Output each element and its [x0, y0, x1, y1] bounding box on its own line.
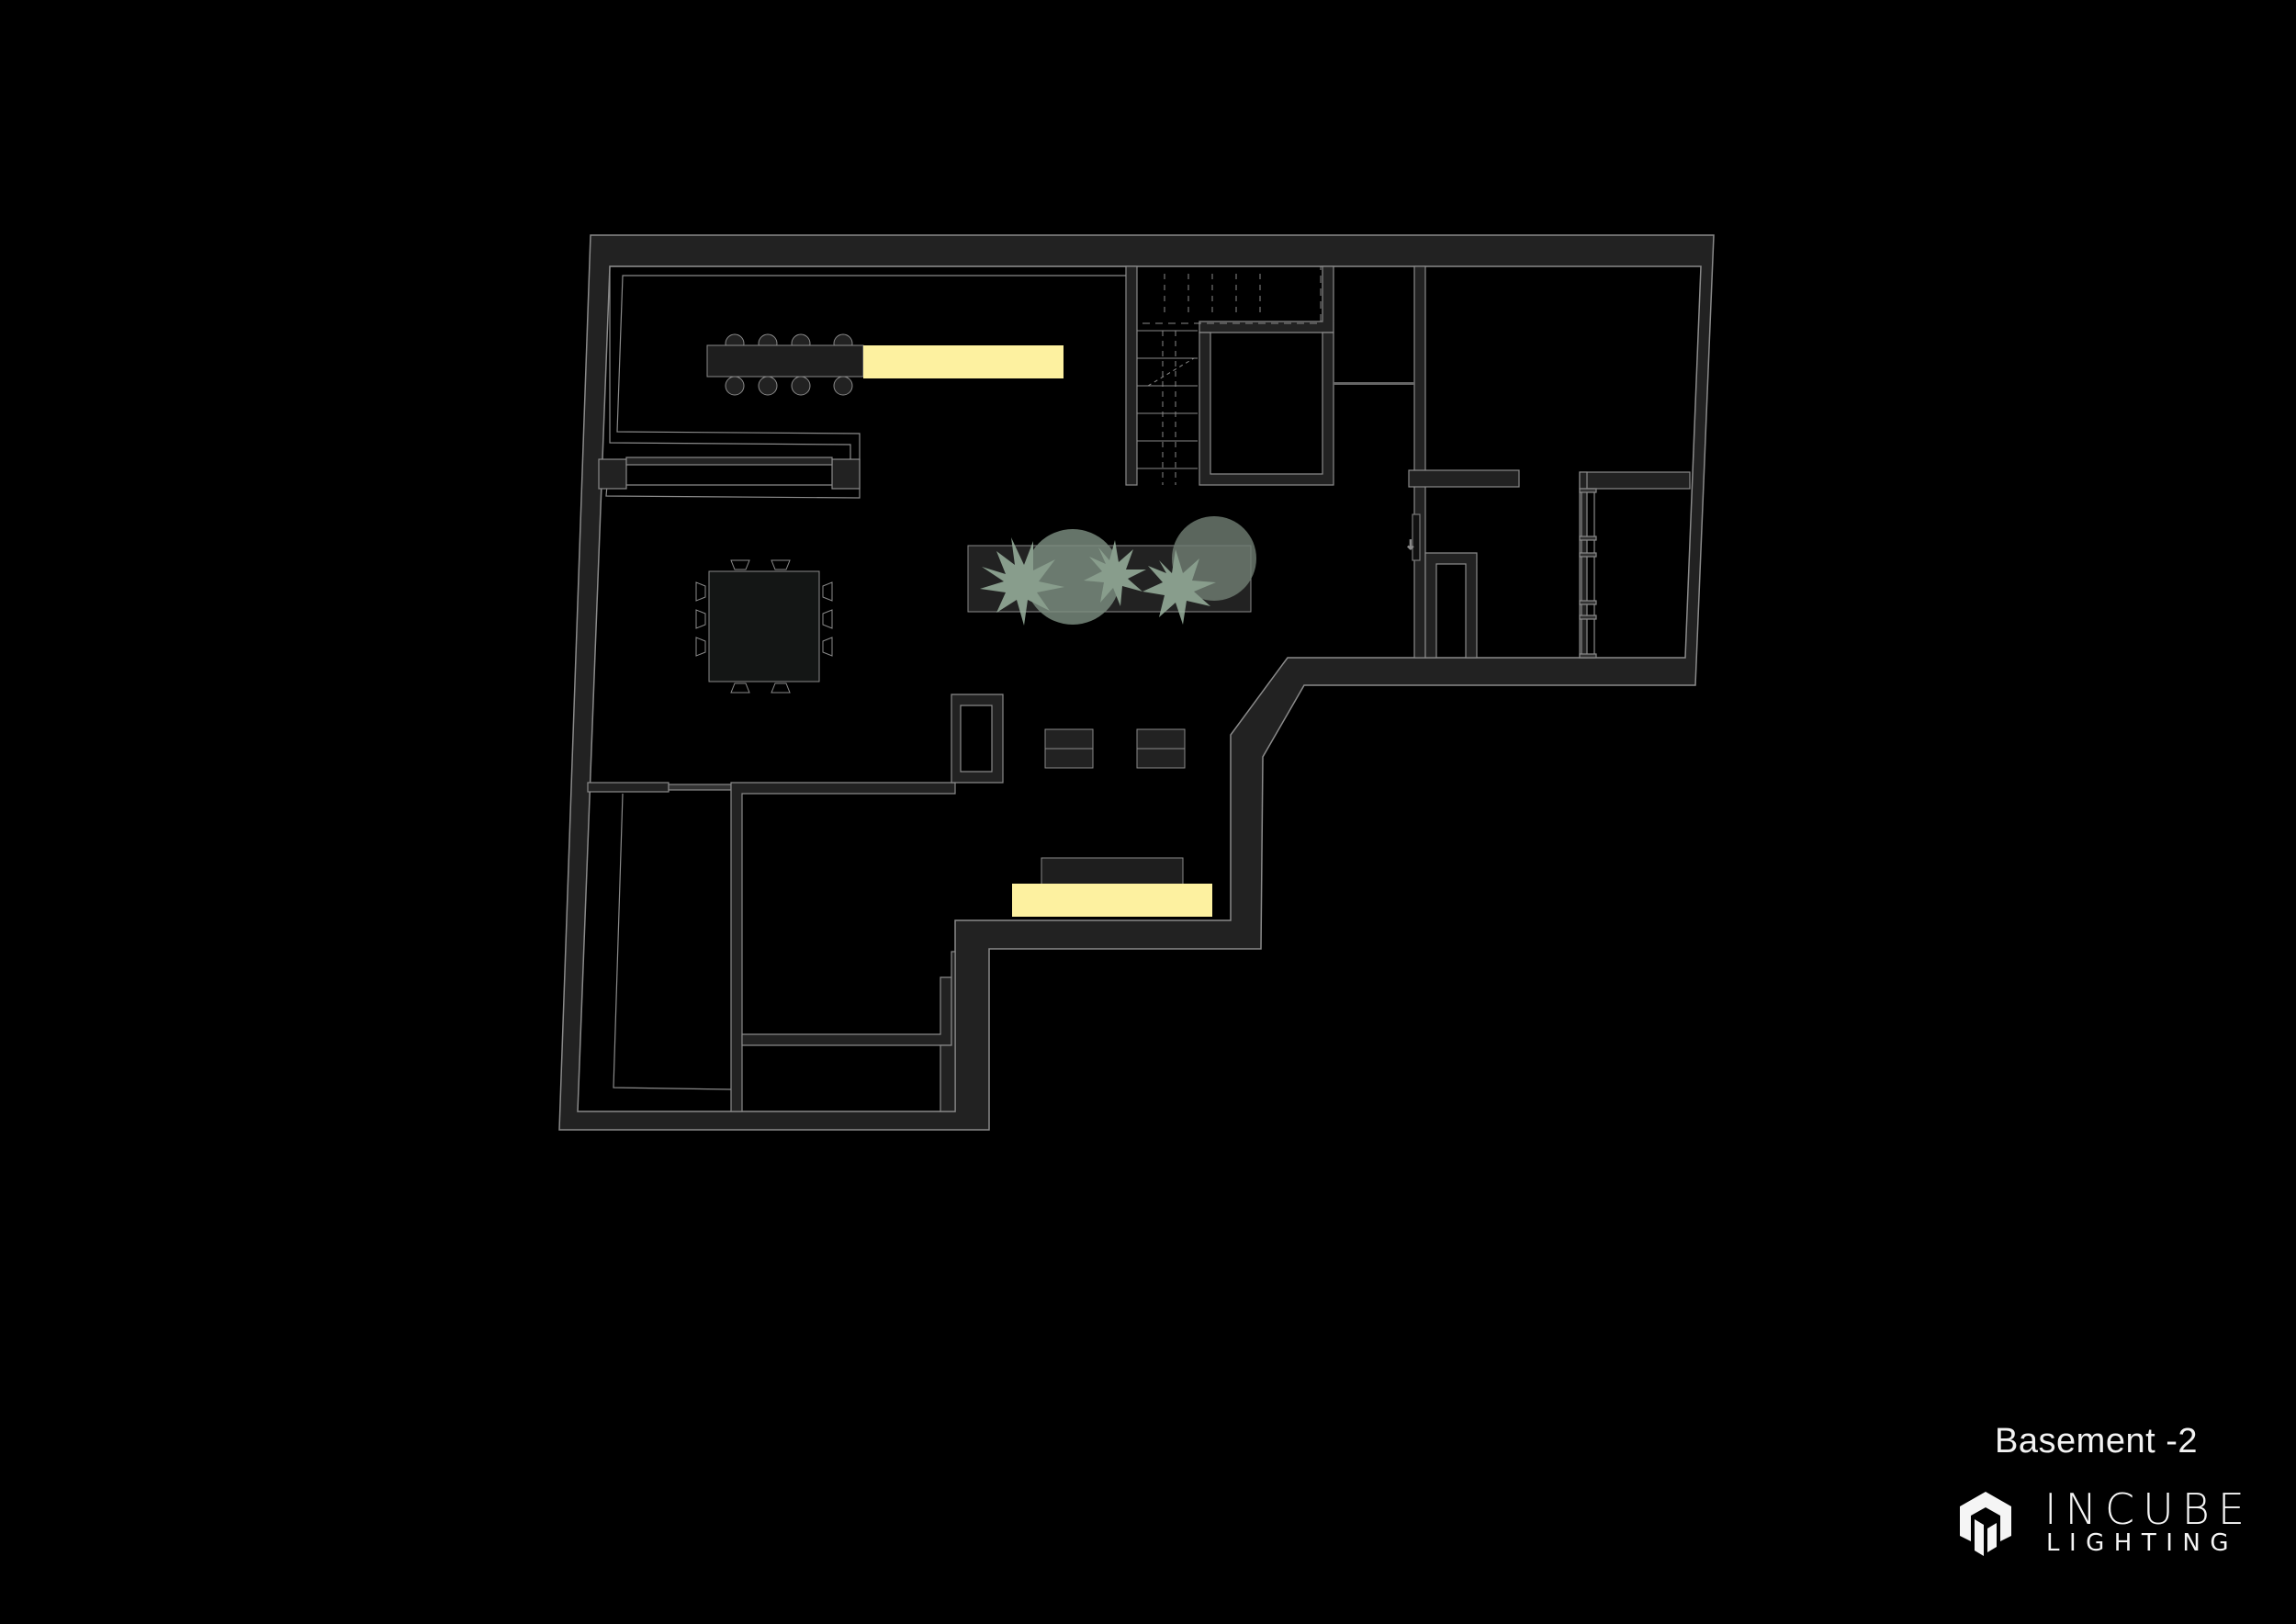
brand-name-line2: LIGHTING — [2046, 1529, 2238, 1557]
floor-title: Basement -2 — [1995, 1422, 2198, 1460]
brand-logo: INCUBE LIGHTING — [1954, 1484, 2245, 1562]
plants — [980, 516, 1256, 626]
staircase — [1136, 265, 1322, 485]
outer-walls — [558, 234, 1715, 1131]
column-left — [598, 458, 627, 490]
column-mid — [831, 458, 861, 490]
light-highlight-bar — [863, 345, 1064, 378]
light-highlight-sofa — [1012, 884, 1212, 917]
ottomans — [1044, 728, 1186, 769]
planter — [967, 516, 1256, 626]
interior-walls — [587, 265, 1691, 1112]
dining-table — [695, 559, 833, 694]
sofa — [1012, 857, 1212, 917]
stair-wall — [1125, 265, 1138, 486]
dining-chairs — [695, 559, 833, 694]
cube-logo-icon — [1960, 1492, 2011, 1556]
bar-top — [706, 344, 864, 378]
bar-counter — [706, 333, 1064, 396]
svg-text:↓: ↓ — [1405, 538, 1416, 553]
brand-name-line1: INCUBE — [2044, 1484, 2253, 1534]
sliding-doors: ↓ — [1404, 488, 1597, 659]
